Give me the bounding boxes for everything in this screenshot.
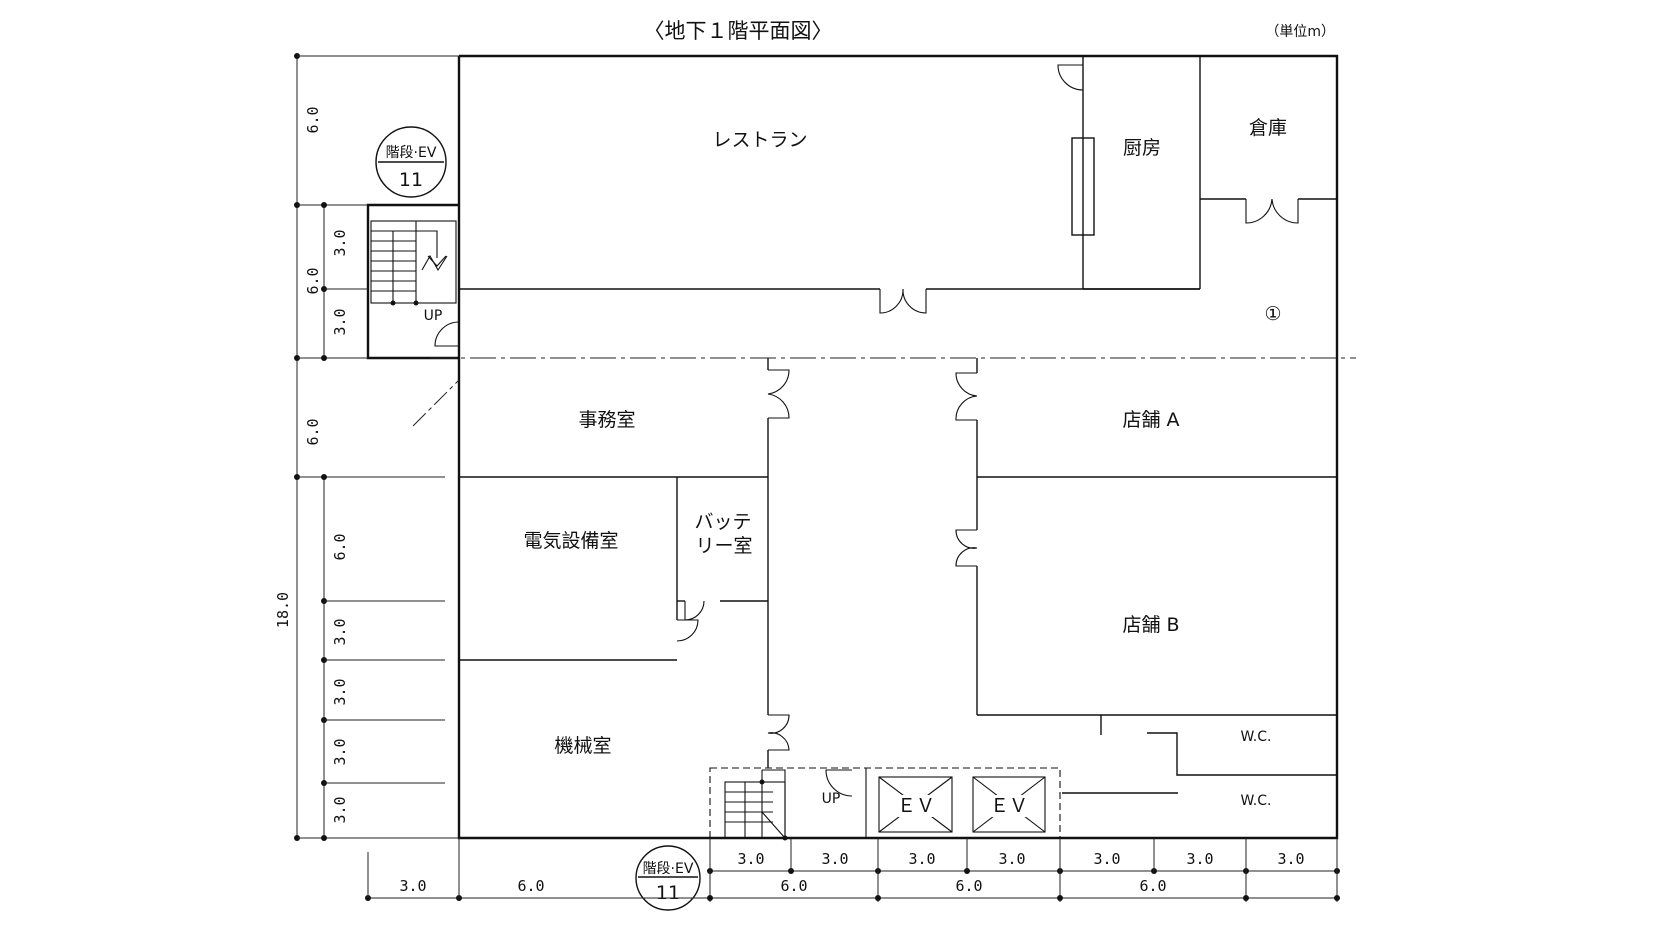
up-label-upper: UP xyxy=(424,308,443,324)
lower-core xyxy=(709,767,1061,841)
doors xyxy=(434,64,1299,797)
stair-badge-lower-bottom: 11 xyxy=(656,882,680,904)
elevator-1 xyxy=(878,776,953,833)
stair-badge-lower-top: 階段·EV xyxy=(643,861,694,877)
dim-left-outer-3: 6.0 xyxy=(304,418,322,445)
kitchen-counter xyxy=(1071,137,1095,236)
dim-left-lower-3: 3.0 xyxy=(331,678,349,705)
dim-bottom-lower-3: 6.0 xyxy=(780,877,807,895)
elevator-2 xyxy=(972,776,1046,833)
stair-badge-upper-top: 階段·EV xyxy=(386,145,437,161)
stair-badge-lower: 階段·EV 11 xyxy=(635,845,701,911)
room-kitchen: 厨房 xyxy=(1123,137,1161,159)
up-label-lower: UP xyxy=(822,791,841,807)
dim-bottom-upper-3: 3.0 xyxy=(908,850,935,868)
dim-left-outer-1: 6.0 xyxy=(304,106,322,133)
dim-bottom-lower-1: 3.0 xyxy=(399,877,426,895)
dim-bottom-upper-4: 3.0 xyxy=(998,850,1025,868)
room-shop-b: 店舗 B xyxy=(1122,614,1179,636)
section-line-diagonal xyxy=(412,379,460,427)
dim-bottom-upper-6: 3.0 xyxy=(1186,850,1213,868)
dim-bottom-upper-5: 3.0 xyxy=(1093,850,1120,868)
dimensions-left xyxy=(294,53,459,841)
dim-bottom-lower-2: 6.0 xyxy=(517,877,544,895)
dim-left-outer-2: 6.0 xyxy=(304,267,322,294)
room-storage: 倉庫 xyxy=(1249,117,1287,139)
interior-walls xyxy=(459,56,1337,794)
dim-left-lower-5: 3.0 xyxy=(331,796,349,823)
dim-bottom-upper-2: 3.0 xyxy=(821,850,848,868)
dim-left-lower-2: 3.0 xyxy=(331,618,349,645)
dim-left-upper-2: 3.0 xyxy=(331,308,349,335)
outer-walls xyxy=(366,54,1339,840)
room-battery-line1: バッテ xyxy=(694,511,751,533)
dim-bottom-lower-5: 6.0 xyxy=(1139,877,1166,895)
stair-badge-upper-bottom: 11 xyxy=(399,169,423,191)
dim-bottom-lower-4: 6.0 xyxy=(955,877,982,895)
unit-label: （単位m） xyxy=(1265,24,1335,40)
upper-staircase xyxy=(370,220,457,306)
room-restaurant: レストラン xyxy=(712,129,807,151)
room-wc-1: W.C. xyxy=(1241,729,1272,745)
room-wc-2: W.C. xyxy=(1241,793,1272,809)
dim-bottom-upper-7: 3.0 xyxy=(1277,850,1304,868)
dim-bottom-upper-1: 3.0 xyxy=(737,850,764,868)
dimensions-bottom xyxy=(365,838,1340,902)
room-machine: 機械室 xyxy=(554,735,611,757)
room-office: 事務室 xyxy=(578,409,635,431)
dim-left-upper-1: 3.0 xyxy=(331,229,349,256)
room-electrical: 電気設備室 xyxy=(523,530,618,552)
plan-title: 〈地下１階平面図〉 xyxy=(644,19,833,43)
dim-left-lower-1: 6.0 xyxy=(331,533,349,560)
room-battery-line2: リー室 xyxy=(695,535,752,557)
room-shop-a: 店舗 A xyxy=(1122,409,1179,431)
ev-label-2: ＥＶ xyxy=(990,795,1028,817)
dim-left-total: 18.0 xyxy=(274,592,292,628)
circle-mark: ① xyxy=(1264,303,1281,325)
stair-badge-upper: 階段·EV 11 xyxy=(375,126,447,198)
ev-label-1: ＥＶ xyxy=(897,795,935,817)
dim-left-lower-4: 3.0 xyxy=(331,738,349,765)
